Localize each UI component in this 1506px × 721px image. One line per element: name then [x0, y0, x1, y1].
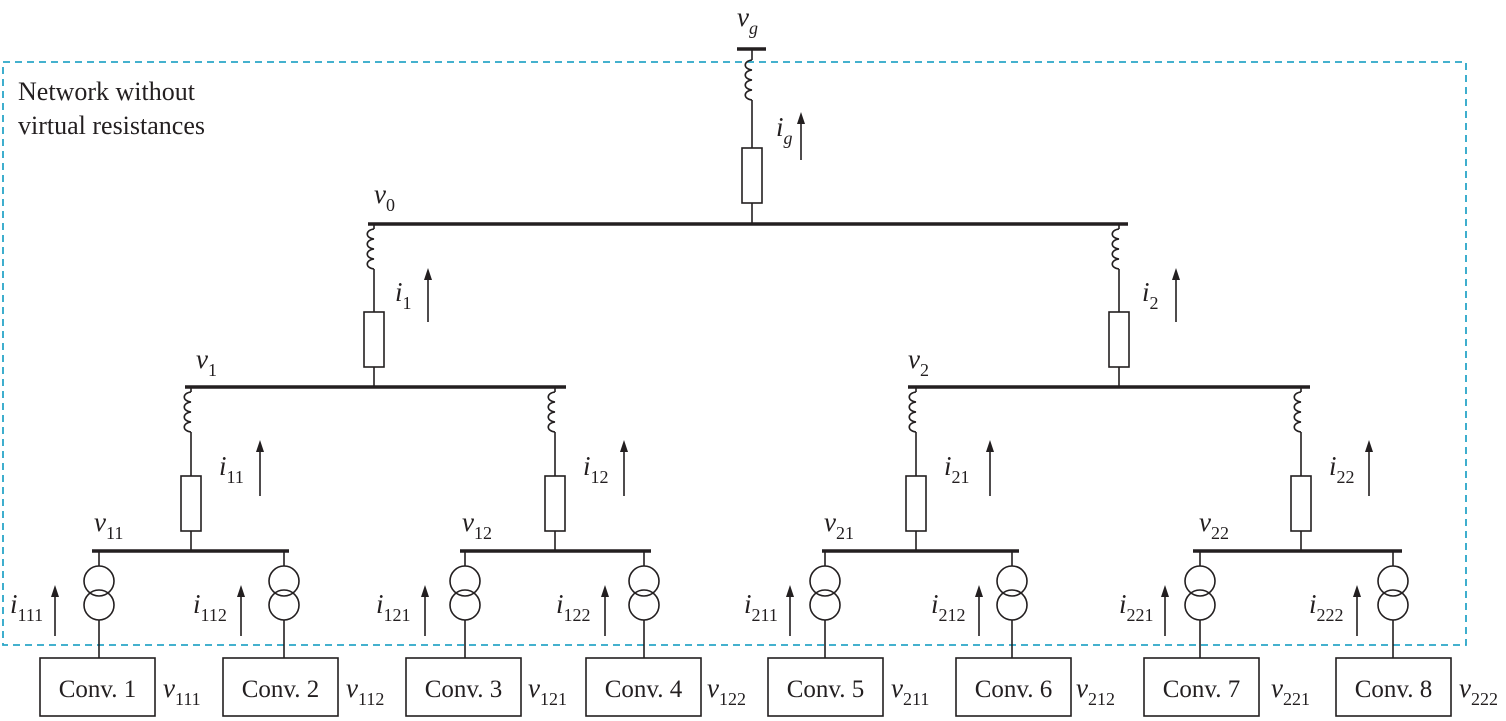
converter-box-8 [1335, 657, 1452, 717]
line-2-inductor [1111, 228, 1120, 270]
converter-current-label-4: i122 [556, 589, 591, 625]
current-source-1 [83, 565, 115, 621]
line-i22-inductor [1293, 391, 1302, 433]
converter-current-arrow-4 [601, 585, 609, 636]
converter-box-4 [585, 657, 702, 717]
current-source-5 [809, 565, 841, 621]
converter-current-label-5: i211 [744, 589, 778, 625]
converter-box-6 [955, 657, 1072, 717]
line-i12-resistor [544, 475, 566, 532]
network-label-line: virtual resistances [18, 111, 205, 140]
converter-box-1 [39, 657, 156, 717]
converter-voltage-label-4: v122 [707, 673, 746, 709]
bus-v21-label: v21 [824, 507, 854, 543]
converter-box-3 [405, 657, 522, 717]
converter-box-5 [767, 657, 884, 717]
line-i11-inductor [183, 391, 192, 433]
bus-v12-label: v12 [462, 507, 492, 543]
converter-voltage-label-7: v221 [1271, 673, 1310, 709]
line-i22-resistor [1290, 475, 1312, 532]
converter-voltage-label-8: v222 [1459, 673, 1498, 709]
line-i11-current-arrow [256, 440, 264, 496]
grid-current-arrow [797, 112, 805, 160]
converter-box-7 [1143, 657, 1260, 717]
bus-v11-label: v11 [94, 507, 123, 543]
converter-current-label-2: i112 [193, 589, 227, 625]
current-i1-label: i1 [395, 277, 412, 313]
current-source-2 [268, 565, 300, 621]
bus-v2-label: v2 [908, 344, 929, 380]
converter-label-1: Conv. 1 [59, 676, 137, 703]
current-i12-label: i12 [583, 451, 609, 487]
network-boundary [2, 61, 1467, 646]
converter-current-arrow-5 [786, 585, 794, 636]
converter-label-2: Conv. 2 [242, 676, 320, 703]
network-label-line: Network without [18, 77, 196, 106]
converter-voltage-label-2: v112 [346, 673, 384, 709]
line-i12-inductor [547, 391, 556, 433]
line-1-inductor [366, 228, 375, 270]
current-source-3 [449, 565, 481, 621]
line-i21-current-arrow [986, 440, 994, 496]
current-i11-label: i11 [219, 451, 244, 487]
line-2-resistor [1108, 311, 1130, 368]
current-i2-label: i2 [1142, 277, 1159, 313]
grid-voltage-label: vg [737, 2, 758, 38]
line-1-current-arrow [424, 268, 432, 322]
converter-current-label-3: i121 [376, 589, 411, 625]
bus-v0-label: v0 [374, 179, 395, 215]
converter-label-6: Conv. 6 [975, 676, 1053, 703]
converter-voltage-label-6: v212 [1076, 673, 1115, 709]
converter-current-arrow-8 [1353, 585, 1361, 636]
converter-voltage-label-5: v211 [891, 673, 929, 709]
bus-v1-label: v1 [196, 344, 217, 380]
grid-resistor [741, 147, 763, 204]
converter-label-5: Conv. 5 [787, 676, 865, 703]
converter-current-label-1: i111 [10, 589, 43, 625]
converter-voltage-label-3: v121 [528, 673, 567, 709]
current-source-4 [628, 565, 660, 621]
line-i12-current-arrow [620, 440, 628, 496]
converter-current-arrow-2 [237, 585, 245, 636]
converter-current-arrow-3 [421, 585, 429, 636]
line-1-resistor [363, 311, 385, 368]
line-2-current-arrow [1172, 268, 1180, 322]
line-i11-resistor [180, 475, 202, 532]
converter-current-arrow-6 [975, 585, 983, 636]
converter-current-arrow-1 [51, 585, 59, 636]
current-i21-label: i21 [944, 451, 970, 487]
line-i21-resistor [905, 475, 927, 532]
converter-current-label-6: i212 [931, 589, 966, 625]
current-i22-label: i22 [1329, 451, 1355, 487]
converter-current-label-8: i222 [1309, 589, 1344, 625]
current-source-6 [996, 565, 1028, 621]
converter-box-2 [222, 657, 339, 717]
converter-label-8: Conv. 8 [1355, 676, 1433, 703]
converter-current-label-7: i221 [1119, 589, 1154, 625]
converter-current-arrow-7 [1161, 585, 1169, 636]
converter-label-4: Conv. 4 [605, 676, 683, 703]
converter-label-7: Conv. 7 [1163, 676, 1241, 703]
grid-current-label: ig [776, 112, 793, 148]
line-i22-current-arrow [1365, 440, 1373, 496]
grid-inductor [744, 59, 753, 101]
converter-label-3: Conv. 3 [425, 676, 503, 703]
line-i21-inductor [908, 391, 917, 433]
bus-v22-label: v22 [1199, 507, 1229, 543]
current-source-7 [1184, 565, 1216, 621]
current-source-8 [1377, 565, 1409, 621]
converter-voltage-label-1: v111 [163, 673, 201, 709]
